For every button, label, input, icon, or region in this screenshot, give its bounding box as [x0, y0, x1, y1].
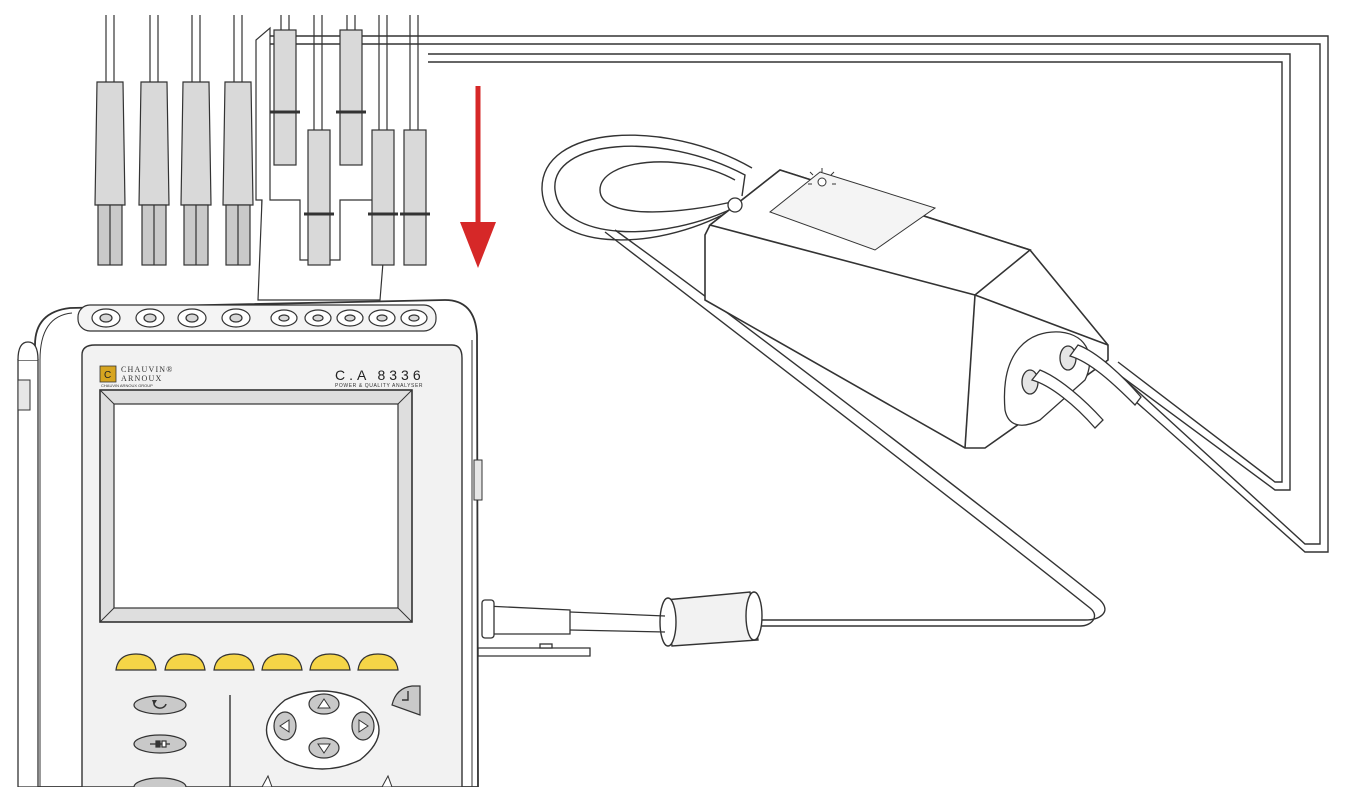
test-lead-2 — [138, 15, 170, 266]
top-input-sockets — [77, 304, 437, 332]
test-leads-right-group — [255, 15, 430, 301]
nav-up-icon — [317, 698, 331, 709]
navigation-pad[interactable] — [265, 690, 380, 770]
nav-down-icon — [317, 743, 331, 754]
test-lead-7 — [336, 15, 366, 166]
test-leads-left-group — [94, 15, 254, 266]
model-subtitle: POWER & QUALITY ANALYSER — [335, 383, 423, 389]
brand-name-line2: ARNOUX — [121, 374, 162, 383]
config-button[interactable] — [133, 734, 187, 754]
test-lead-6 — [304, 15, 334, 266]
function-key-4[interactable] — [261, 653, 303, 671]
test-lead-8 — [368, 15, 398, 266]
device-input-connector — [477, 599, 666, 657]
led-indicator-icon — [808, 168, 836, 187]
test-lead-4 — [222, 15, 254, 266]
function-key-3[interactable] — [213, 653, 255, 671]
test-lead-5 — [270, 15, 300, 166]
function-keys — [115, 653, 399, 671]
brand-logo: C CHAUVIN® ARNOUX CHAUVIN ARNOUX GROUP — [99, 365, 174, 388]
analyzer-device: C CHAUVIN® ARNOUX CHAUVIN ARNOUX GROUP C… — [17, 299, 483, 787]
nav-left-icon — [279, 719, 290, 733]
function-key-5[interactable] — [309, 653, 351, 671]
adapter-inputs — [1021, 344, 1142, 429]
ferrite-bead — [659, 591, 763, 647]
test-lead-9 — [400, 15, 430, 266]
sensor-output-cable — [541, 134, 1106, 627]
config-icon — [150, 740, 170, 748]
test-lead-1 — [94, 15, 126, 266]
svg-text:C: C — [104, 370, 111, 381]
display-screen — [99, 389, 413, 623]
control-buttons — [133, 685, 421, 787]
function-key-1[interactable] — [115, 653, 157, 671]
return-button[interactable] — [133, 695, 187, 715]
brand-tagline: CHAUVIN ARNOUX GROUP — [101, 383, 153, 388]
function-key-6[interactable] — [357, 653, 399, 671]
enter-button[interactable] — [391, 685, 421, 716]
test-lead-3 — [180, 15, 212, 266]
model-number: C.A 8336 — [335, 367, 425, 383]
brand-name-line1: CHAUVIN® — [121, 365, 174, 374]
nav-right-icon — [358, 719, 369, 733]
sensor-adapter-box — [704, 168, 1109, 449]
function-key-2[interactable] — [164, 653, 206, 671]
insert-direction-arrow — [460, 86, 496, 268]
enter-icon — [402, 691, 409, 701]
